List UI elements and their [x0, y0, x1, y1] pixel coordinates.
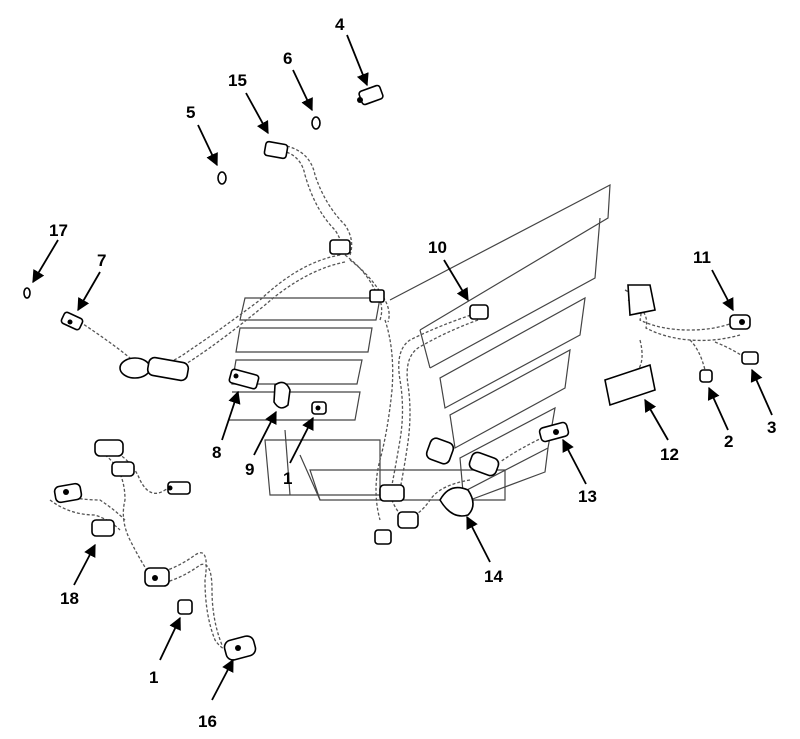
- callout-9: 9: [245, 460, 254, 479]
- middle-fittings: [228, 368, 327, 415]
- callout-labels: 4 15 6 5 17 7 10 11 8 9 1 2 3 12 13 14 1…: [49, 15, 776, 731]
- lower-harness: [49, 439, 257, 661]
- callout-1-lower: 1: [149, 668, 158, 687]
- small-fittings-top: [217, 84, 384, 185]
- upper-harness: [23, 140, 390, 382]
- callout-1-middle: 1: [283, 469, 292, 488]
- callout-4: 4: [335, 15, 345, 34]
- leader-arrows: [32, 34, 773, 701]
- callout-16: 16: [198, 712, 217, 731]
- callout-15: 15: [228, 71, 247, 90]
- callout-3: 3: [767, 418, 776, 437]
- callout-6: 6: [283, 49, 292, 68]
- callout-18: 18: [60, 589, 79, 608]
- central-harness: [374, 304, 570, 545]
- callout-5: 5: [186, 103, 195, 122]
- engine-block-outline: [228, 183, 611, 501]
- right-harness: [604, 284, 759, 407]
- callout-13: 13: [578, 487, 597, 506]
- callout-2: 2: [724, 432, 733, 451]
- callout-10: 10: [428, 238, 447, 257]
- callout-11: 11: [693, 248, 711, 267]
- callout-8: 8: [212, 443, 221, 462]
- callout-17: 17: [49, 221, 68, 240]
- callout-14: 14: [484, 567, 503, 586]
- callout-12: 12: [660, 445, 679, 464]
- callout-7: 7: [97, 251, 106, 270]
